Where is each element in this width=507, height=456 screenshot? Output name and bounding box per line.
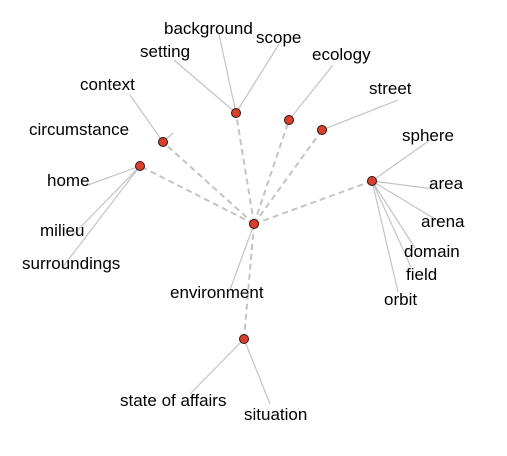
edge-milieu — [71, 165, 141, 237]
center-to-hub-edge-ecology — [253, 119, 290, 225]
word-label-sphere: sphere — [402, 126, 454, 145]
word-label-ecology: ecology — [312, 45, 371, 64]
word-label-area: area — [429, 174, 464, 193]
center-to-hub-edge-context-circumstance — [162, 141, 255, 225]
edge-domain — [371, 180, 416, 249]
word-label-circumstance: circumstance — [29, 120, 129, 139]
center-to-hub-edge-home-milieu-surroundings — [139, 165, 255, 225]
word-label-setting: setting — [140, 42, 190, 61]
edge-situation — [243, 338, 271, 405]
hub-node-background-setting[interactable] — [231, 108, 241, 118]
hub-node-home-milieu-surroundings[interactable] — [135, 161, 145, 171]
edge-state-of-affairs — [189, 338, 245, 395]
word-label-situation: situation — [244, 405, 307, 424]
edge-setting — [173, 59, 237, 114]
nodes-layer — [135, 108, 377, 344]
word-label-orbit: orbit — [384, 290, 417, 309]
word-label-street: street — [369, 79, 412, 98]
labels-layer: background setting scope ecology street conte… — [22, 19, 465, 424]
center-word-label: environment — [170, 283, 264, 302]
word-label-surroundings: surroundings — [22, 254, 120, 273]
edge-street — [321, 99, 399, 131]
hub-node-ecology[interactable] — [284, 115, 294, 125]
word-label-scope: scope — [256, 28, 301, 47]
center-to-hub-edge-sphere-area-orbit — [253, 180, 373, 225]
edge-area — [371, 180, 435, 190]
edge-environment — [229, 223, 255, 291]
word-label-home: home — [47, 171, 90, 190]
word-label-milieu: milieu — [40, 221, 84, 240]
edge-field — [371, 180, 412, 268]
center-to-hub-edge-state-of-affairs-situation — [243, 223, 255, 340]
center-to-hub-edge-street — [253, 129, 323, 225]
edge-ecology — [288, 64, 334, 121]
hub-node-context-circumstance[interactable] — [158, 137, 168, 147]
edges-layer — [61, 33, 441, 405]
edge-sphere — [371, 139, 431, 182]
edge-arena — [371, 180, 441, 223]
word-label-domain: domain — [404, 242, 460, 261]
edge-orbit — [371, 180, 399, 293]
hub-node-state-of-affairs-situation[interactable] — [239, 334, 249, 344]
edge-surroundings — [61, 165, 141, 269]
edge-context — [129, 94, 164, 143]
hub-node-street[interactable] — [317, 125, 327, 135]
edge-scope — [235, 43, 280, 114]
hub-node-sphere-area-orbit[interactable] — [367, 176, 377, 186]
edge-home — [87, 165, 141, 186]
word-label-field: field — [406, 265, 437, 284]
center-to-hub-edge-background-setting — [235, 112, 255, 225]
center-node[interactable] — [249, 219, 259, 229]
edge-background — [218, 33, 237, 114]
word-label-context: context — [80, 75, 135, 94]
word-label-state-of-affairs: state of affairs — [120, 391, 226, 410]
word-label-arena: arena — [421, 212, 465, 231]
word-label-background: background — [164, 19, 253, 38]
